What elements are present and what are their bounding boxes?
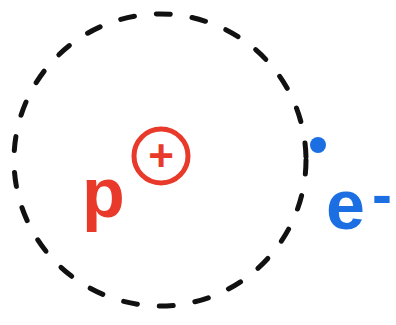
electron-orbit <box>14 14 306 306</box>
charge-sign: + <box>148 134 174 178</box>
proton-label: p <box>82 158 125 228</box>
charge-sign: - <box>372 165 392 225</box>
electron-label: e <box>326 170 365 240</box>
electron-dot <box>310 137 326 153</box>
proton-circle <box>134 129 188 183</box>
